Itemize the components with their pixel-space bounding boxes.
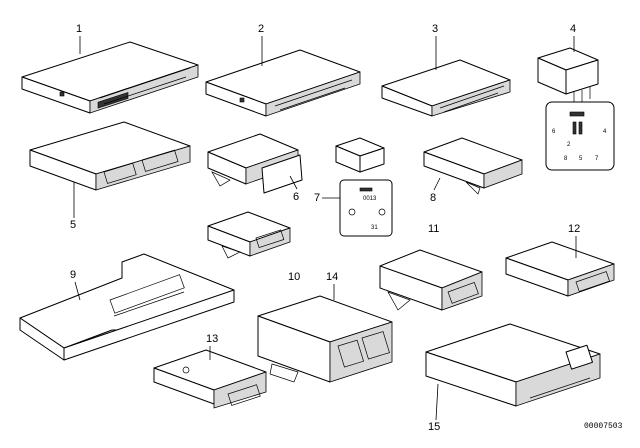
pin-label-8: 8 — [564, 156, 568, 162]
leader-6 — [289, 175, 298, 190]
relay7-bottom-label: 31 — [371, 225, 378, 231]
part-1-control-unit[interactable] — [21, 41, 199, 114]
part-11-control-unit[interactable] — [379, 249, 483, 311]
pin-label-2: 2 — [567, 142, 571, 148]
relay7-top-label: 0013 — [363, 196, 377, 202]
part-3-control-unit[interactable] — [381, 59, 511, 117]
callout-5: 5 — [70, 219, 76, 231]
part-14-control-unit[interactable] — [257, 295, 393, 383]
callout-6: 6 — [293, 191, 299, 203]
callout-4: 4 — [570, 23, 576, 35]
part-6-control-unit[interactable] — [207, 133, 303, 194]
callout-8: 8 — [430, 192, 436, 204]
part-2-control-unit[interactable] — [205, 49, 361, 117]
callout-3: 3 — [432, 23, 438, 35]
part-5-control-unit[interactable] — [29, 121, 191, 191]
callout-2: 2 — [258, 23, 264, 35]
pin-label-5: 5 — [579, 156, 583, 162]
drawing-reference-number: 00007503 — [584, 422, 623, 431]
callout-1: 1 — [76, 23, 82, 35]
part-9-control-module-tray[interactable] — [19, 253, 235, 361]
part-7-relay[interactable]: 0013 31 — [335, 137, 393, 237]
part-13-bracket-module[interactable] — [153, 349, 267, 409]
callout-15: 15 — [428, 421, 440, 433]
leader-15 — [435, 383, 439, 421]
pin-label-6: 6 — [552, 129, 556, 135]
leader-8 — [433, 177, 441, 191]
callout-9: 9 — [70, 269, 76, 281]
pin-label-7: 7 — [595, 156, 599, 162]
part-10-control-unit[interactable] — [207, 211, 291, 259]
part-4-relay[interactable] — [537, 47, 599, 104]
callout-14: 14 — [326, 271, 338, 283]
part-12-control-unit[interactable] — [505, 241, 615, 297]
callout-10: 10 — [288, 271, 300, 283]
callout-7: 7 — [314, 192, 320, 204]
callout-12: 12 — [568, 223, 580, 235]
part-15-control-unit[interactable] — [425, 323, 601, 407]
pin-label-4: 4 — [603, 129, 607, 135]
callout-11: 11 — [428, 223, 439, 235]
leader-9 — [74, 281, 81, 301]
part-8-control-unit[interactable] — [423, 137, 523, 195]
callout-13: 13 — [206, 333, 218, 345]
relay-pinout-diagram: 6 2 4 8 5 7 — [545, 101, 615, 171]
